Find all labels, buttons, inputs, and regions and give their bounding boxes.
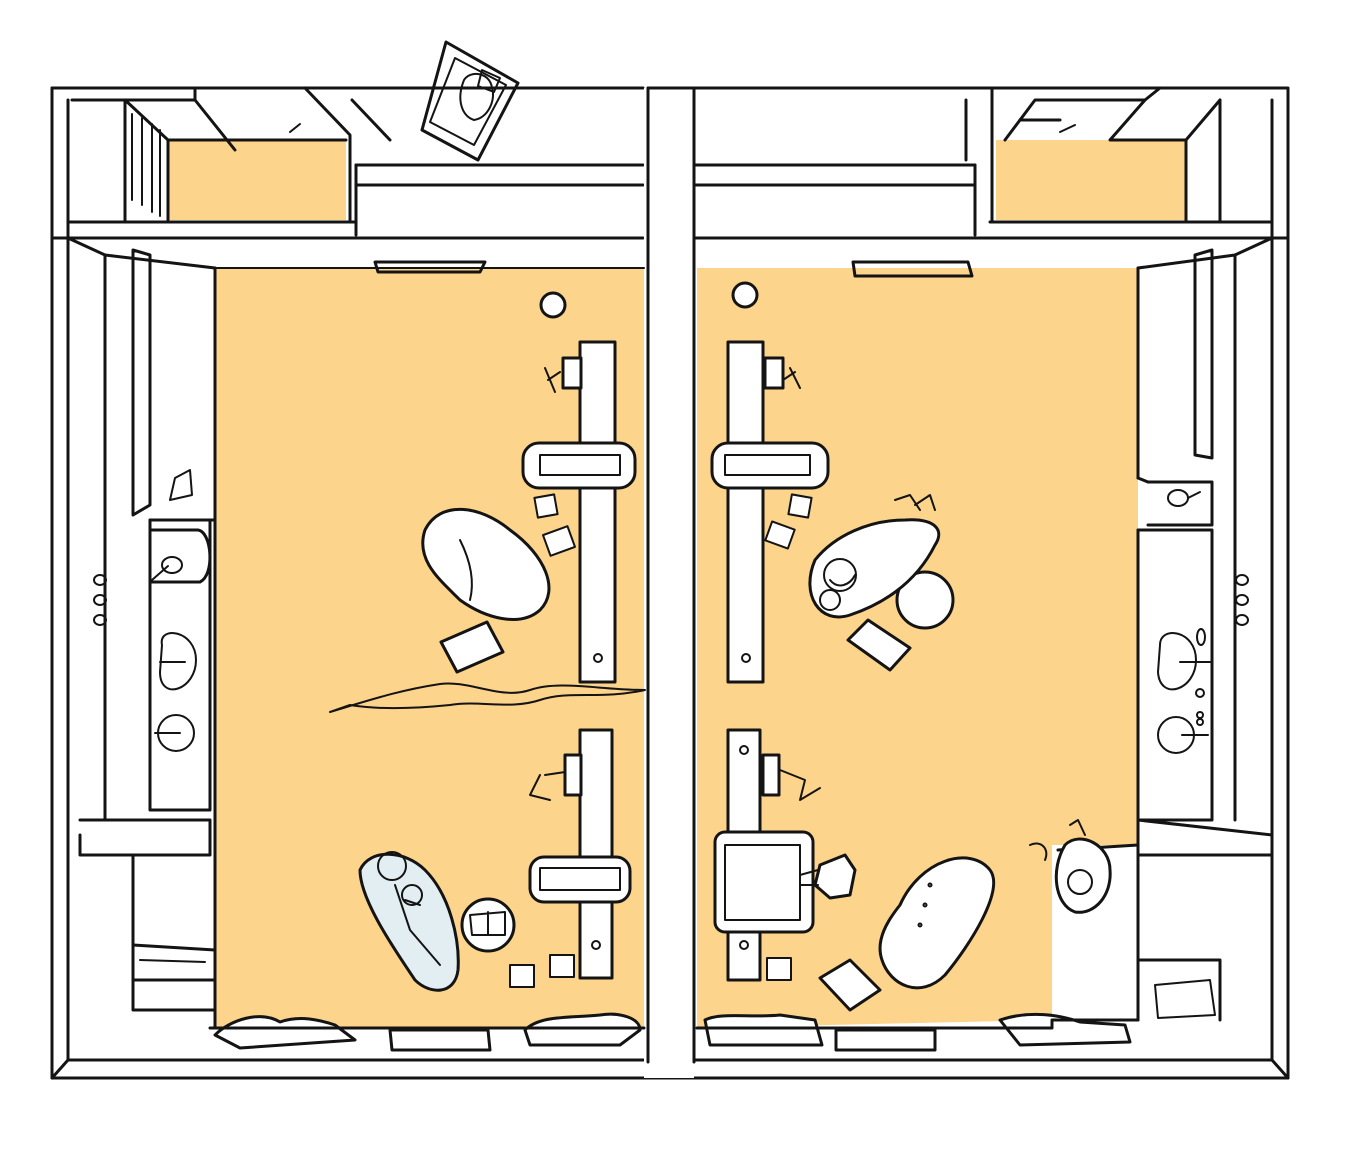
sink-basin-left-icon: [159, 632, 197, 691]
workbench-right-top: [726, 340, 765, 684]
storage-right: [964, 86, 1222, 224]
central-divider: [644, 86, 696, 1078]
chairs-bottom: [509, 753, 821, 988]
basin-right-bottom-icon: [713, 830, 815, 934]
sink-basin-left-2-icon: [154, 714, 195, 752]
storage-left: [70, 86, 392, 224]
book-left: [439, 620, 505, 674]
workbench-left-bottom: [578, 728, 614, 980]
bean-bag-right: [878, 856, 996, 990]
workbench-left-top: [578, 340, 617, 684]
stool-right: [895, 570, 955, 630]
crate-right: [818, 958, 882, 1012]
book-right: [846, 618, 912, 672]
storage-left-floor: [168, 140, 346, 220]
sink-basin-right-2-icon: [1157, 688, 1209, 754]
person-lying-right: [808, 494, 941, 619]
basin-left-bottom-icon: [528, 855, 632, 904]
basin-left-top-icon: [521, 441, 637, 490]
person-standing-right: [1029, 819, 1112, 914]
stool-top-left: [539, 291, 567, 319]
stove-knobs-right-icon: [1235, 574, 1249, 626]
stove-knobs-icon: [93, 574, 107, 626]
bean-bag-left: [421, 507, 551, 621]
storage-right-floor: [996, 140, 1186, 220]
framed-picture: [420, 40, 520, 162]
person-sitting-left: [358, 851, 460, 992]
floor-crack: [329, 682, 646, 713]
basin-right-top-icon: [710, 441, 830, 490]
chairs-top: [533, 356, 813, 557]
left-kitchen-counter: [66, 236, 217, 1012]
corridor-top: [354, 163, 977, 237]
sink-basin-right-icon: [1157, 628, 1211, 691]
clutter-bottom-left: [208, 1012, 646, 1052]
clutter-bottom-right: [695, 1012, 1140, 1052]
stool-top-right: [731, 281, 759, 309]
fan-icon: [799, 853, 857, 900]
